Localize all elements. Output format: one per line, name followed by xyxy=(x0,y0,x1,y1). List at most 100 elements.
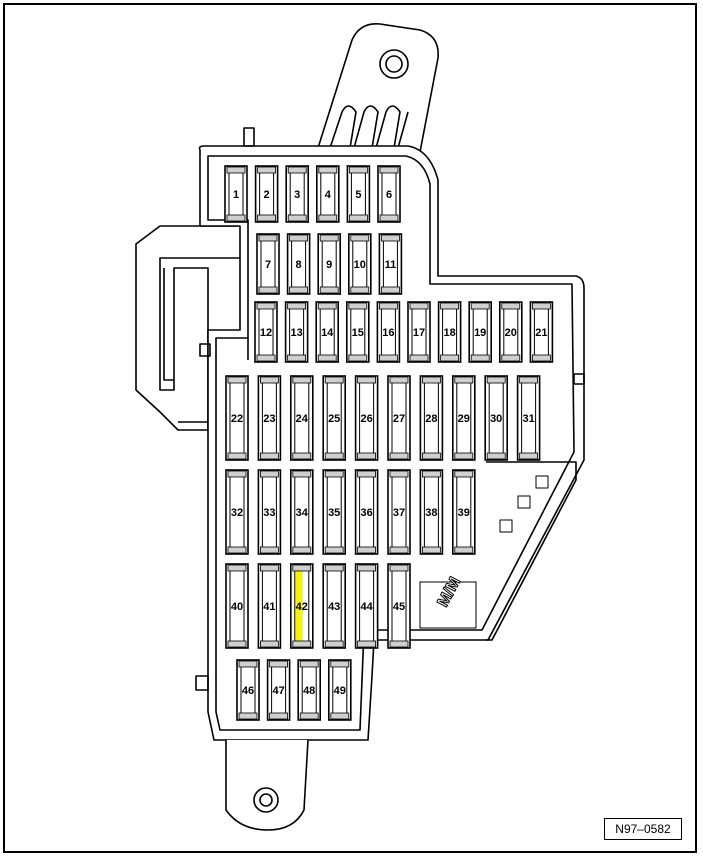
fuse-4: 4 xyxy=(315,165,340,223)
fuse-label: 10 xyxy=(354,259,366,271)
fuse-18: 18 xyxy=(437,301,462,363)
fuse-label: 31 xyxy=(522,413,534,425)
fuse-8: 8 xyxy=(286,233,311,295)
fuse-label: 20 xyxy=(505,327,517,339)
fuse-label: 42 xyxy=(296,601,308,613)
fuse-20: 20 xyxy=(498,301,523,363)
fuse-5: 5 xyxy=(346,165,371,223)
fuse-label: 47 xyxy=(272,685,284,697)
fuse-45: 45 xyxy=(387,563,411,649)
fuse-label: 46 xyxy=(242,685,254,697)
fuse-42: 42 xyxy=(289,563,314,649)
fuse-label: 5 xyxy=(355,189,361,201)
fuse-12: 12 xyxy=(254,301,278,363)
fuse-label: 13 xyxy=(290,327,302,339)
fuse-15: 15 xyxy=(345,301,370,363)
fuse-label: 21 xyxy=(535,327,547,339)
fuse-1: 1 xyxy=(224,165,248,223)
fuse-label: 43 xyxy=(328,601,340,613)
reference-code-box: N97–0582 xyxy=(604,818,682,840)
fuse-label: 41 xyxy=(263,601,275,613)
fuse-label: 1 xyxy=(233,189,239,201)
fuse-highlight xyxy=(295,570,303,644)
fuse-36: 36 xyxy=(354,469,379,555)
fuse-31: 31 xyxy=(516,375,541,461)
fuse-14: 14 xyxy=(315,301,340,363)
fuse-16: 16 xyxy=(376,301,401,363)
fuse-label: 26 xyxy=(360,413,372,425)
fuse-label: 18 xyxy=(443,327,455,339)
fuse-label: 6 xyxy=(386,189,392,201)
fuse-47: 47 xyxy=(266,659,291,721)
fuse-label: 25 xyxy=(328,413,340,425)
fuse-label: 36 xyxy=(360,507,372,519)
fuse-label: 16 xyxy=(382,327,394,339)
fuse-7: 7 xyxy=(256,233,280,295)
fuse-10: 10 xyxy=(347,233,372,295)
fuse-21: 21 xyxy=(529,301,554,363)
fuse-48: 48 xyxy=(297,659,322,721)
fuse-label: 2 xyxy=(264,189,270,201)
fuse-label: 32 xyxy=(231,507,243,519)
relay-area xyxy=(486,461,577,641)
fuse-25: 25 xyxy=(322,375,347,461)
fuse-label: 33 xyxy=(263,507,275,519)
fuse-22: 22 xyxy=(225,375,249,461)
fuse-label: 17 xyxy=(413,327,425,339)
fuse-label: 11 xyxy=(385,259,397,271)
fuse-29: 29 xyxy=(451,375,476,461)
fuse-3: 3 xyxy=(285,165,310,223)
fuse-34: 34 xyxy=(289,469,314,555)
fuse-label: 39 xyxy=(458,507,470,519)
bottom-mount-hole xyxy=(253,787,279,813)
fuse-2: 2 xyxy=(254,165,279,223)
fuse-label: 23 xyxy=(263,413,275,425)
fuse-6: 6 xyxy=(377,165,401,223)
top-mount-hole xyxy=(379,49,409,79)
fuse-43: 43 xyxy=(322,563,347,649)
fuse-27: 27 xyxy=(387,375,411,461)
fuse-33: 33 xyxy=(257,469,282,555)
fuse-label: 27 xyxy=(393,413,405,425)
fuse-41: 41 xyxy=(257,563,282,649)
fuse-44: 44 xyxy=(354,563,379,649)
fuse-label: 35 xyxy=(328,507,340,519)
top-mount-tab xyxy=(317,23,439,153)
fuse-23: 23 xyxy=(257,375,282,461)
fuse-label: 15 xyxy=(352,327,364,339)
fuse-30: 30 xyxy=(484,375,509,461)
fuse-35: 35 xyxy=(322,469,347,555)
fuse-label: 14 xyxy=(321,327,334,339)
fuse-38: 38 xyxy=(419,469,444,555)
fuse-label: 34 xyxy=(296,507,309,519)
fuse-label: 44 xyxy=(360,601,373,613)
fuse-label: 22 xyxy=(231,413,243,425)
fuse-label: 37 xyxy=(393,507,405,519)
fuse-label: 45 xyxy=(393,601,405,613)
fuse-label: 9 xyxy=(326,259,332,271)
fuse-49: 49 xyxy=(327,659,352,721)
fuse-26: 26 xyxy=(354,375,379,461)
fuse-label: 40 xyxy=(231,601,243,613)
fuse-label: 3 xyxy=(294,189,300,201)
fuse-label: 28 xyxy=(425,413,437,425)
fuse-46: 46 xyxy=(236,659,260,721)
bottom-mount-tab xyxy=(225,739,309,831)
fuse-28: 28 xyxy=(419,375,444,461)
fuse-19: 19 xyxy=(468,301,493,363)
fuse-11: 11 xyxy=(378,233,403,295)
fuse-label: 29 xyxy=(458,413,470,425)
fuse-9: 9 xyxy=(317,233,342,295)
fuse-32: 32 xyxy=(225,469,249,555)
fuse-label: 49 xyxy=(334,685,346,697)
fuse-24: 24 xyxy=(289,375,314,461)
fuse-label: 8 xyxy=(296,259,302,271)
fuse-label: 4 xyxy=(325,189,332,201)
fuse-label: 30 xyxy=(490,413,502,425)
fuse-17: 17 xyxy=(407,301,431,363)
fuse-40: 40 xyxy=(225,563,249,649)
fuse-label: 12 xyxy=(260,327,272,339)
fuse-37: 37 xyxy=(387,469,411,555)
